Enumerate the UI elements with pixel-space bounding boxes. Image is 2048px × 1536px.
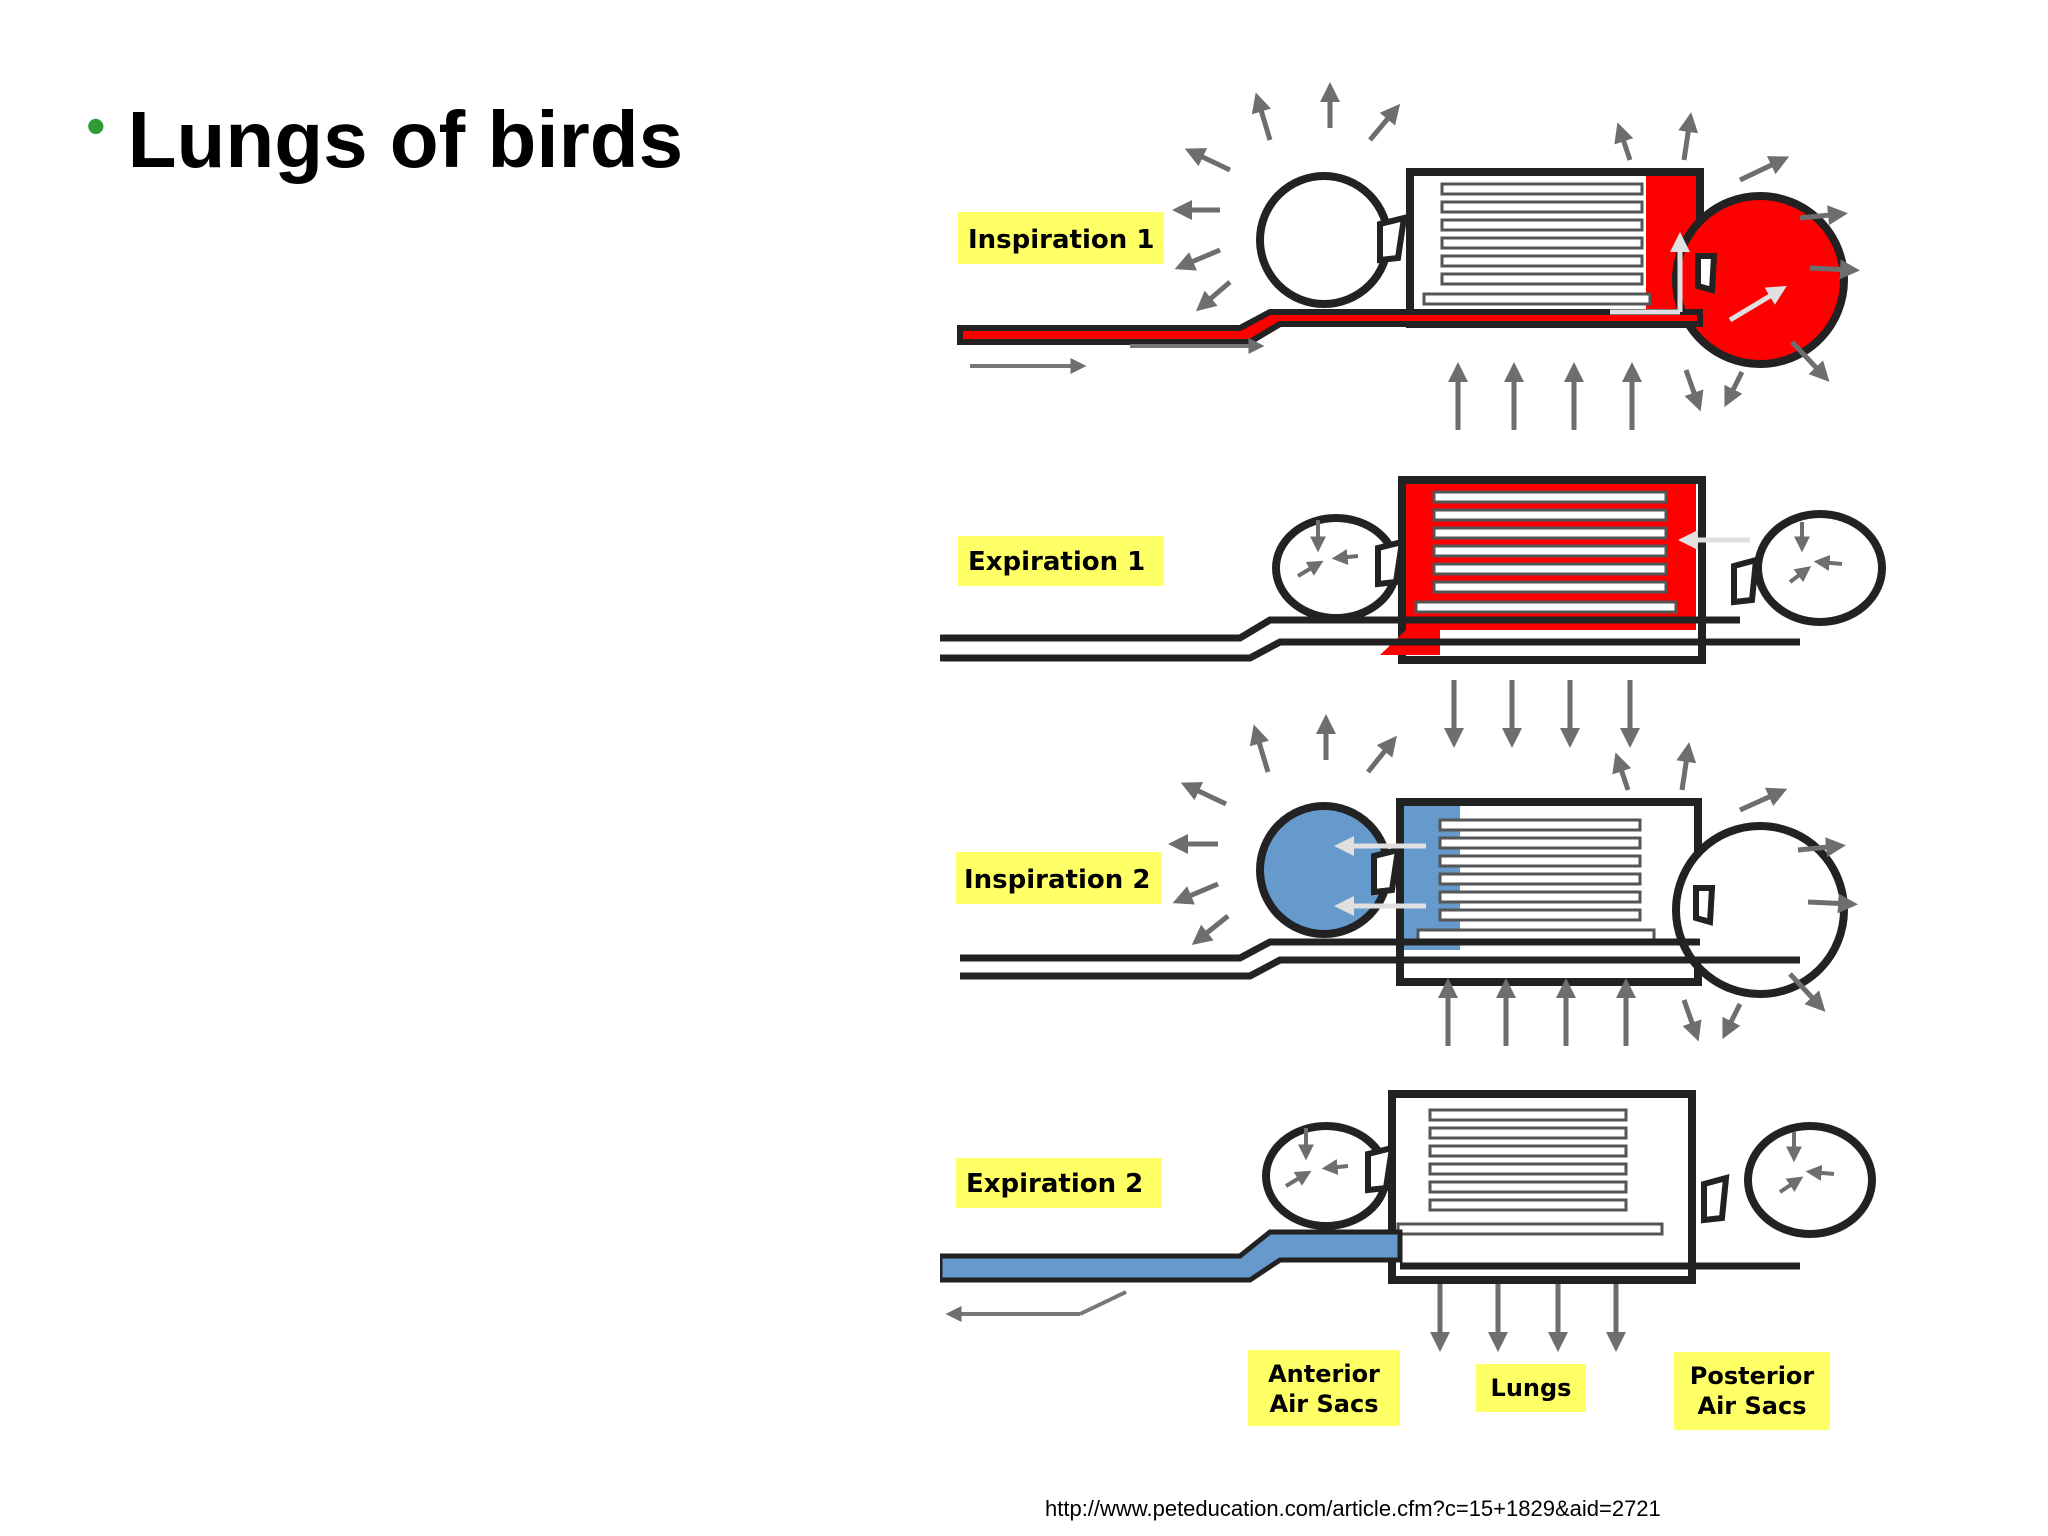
bird-lung-diagram: Inspiration 1 [940,82,1886,1430]
stage-expiration-2: Expiration 2 [940,1090,1876,1352]
stage-inspiration-1: Inspiration 1 [957,82,1860,430]
legend-posterior-box [1674,1352,1830,1430]
stage-label: Inspiration 1 [968,225,1154,255]
bullet-icon: • [86,94,106,157]
legend-posterior-line2: Air Sacs [1698,1392,1807,1420]
slide-title: Lungs of birds [127,95,684,184]
stage-label: Expiration 2 [966,1169,1143,1199]
posterior-air-sac [1672,192,1848,368]
legend-lungs: Lungs [1491,1374,1572,1402]
legend-anterior-line2: Air Sacs [1270,1390,1379,1418]
stage-label-box [956,852,1162,904]
legend: Anterior Air Sacs Lungs Posterior Air Sa… [1248,1350,1830,1430]
legend-posterior-line1: Posterior [1690,1362,1815,1390]
title-row: • Lungs of birds [86,94,684,184]
legend-lungs-box [1476,1364,1586,1412]
anterior-air-sac [1256,172,1392,308]
stage-inspiration-2: Inspiration 2 [956,714,1858,1046]
stage-label-box [958,536,1164,586]
legend-anterior-line1: Anterior [1268,1360,1380,1388]
legend-anterior-box [1248,1350,1400,1426]
stage-label: Inspiration 2 [964,865,1150,895]
parabronchi [1422,182,1652,306]
source-url: http://www.peteducation.com/article.cfm?… [1045,1496,1661,1521]
stage-label-box [956,1158,1162,1208]
stage-label-box [958,212,1164,264]
expansion-arrows [1172,82,1860,412]
stage-expiration-1: Expiration 1 [940,476,1886,748]
stage-label: Expiration 1 [968,547,1145,577]
